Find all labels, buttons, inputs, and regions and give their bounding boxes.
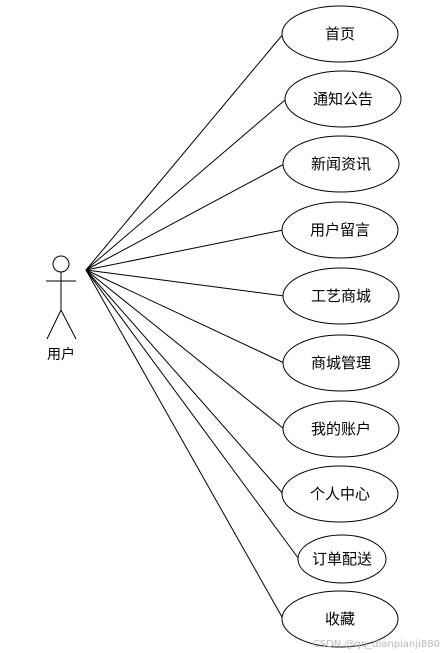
- use-case-label: 我的账户: [311, 420, 371, 438]
- association-line: [85, 163, 285, 271]
- use-case-label: 新闻资讯: [311, 155, 371, 173]
- watermark: CSDN @qq_dianpianji880: [312, 639, 440, 650]
- association-line: [85, 269, 285, 297]
- association-line: [85, 269, 285, 364]
- use-case-label: 工艺商城: [311, 287, 371, 305]
- actor-head: [52, 255, 70, 273]
- use-case-label: 订单配送: [312, 550, 372, 568]
- use-case: 通知公告: [284, 70, 402, 128]
- use-case-ellipse: [281, 590, 399, 648]
- use-case-ellipse: [282, 400, 400, 458]
- use-case-label: 收藏: [325, 610, 355, 628]
- use-case-label: 首页: [325, 25, 355, 43]
- use-case-label: 个人中心: [310, 485, 370, 503]
- use-case: 新闻资讯: [282, 135, 400, 193]
- association-line: [85, 33, 284, 271]
- use-case-ellipse: [282, 135, 400, 193]
- use-case-ellipse: [281, 201, 399, 259]
- association-line: [85, 229, 284, 271]
- use-case-ellipse: [282, 267, 400, 325]
- actor-left-leg: [46, 309, 62, 340]
- actor-right-leg: [60, 309, 77, 340]
- association-line: [85, 98, 287, 271]
- association-line: [85, 269, 285, 430]
- use-case-ellipse: [284, 70, 402, 128]
- use-case: 工艺商城: [282, 267, 400, 325]
- use-case: 订单配送: [297, 534, 387, 584]
- association-line: [85, 269, 284, 620]
- use-case: 个人中心: [281, 465, 399, 523]
- actor-label: 用户: [47, 346, 75, 363]
- association-line: [85, 269, 284, 495]
- use-case-ellipse: [281, 465, 399, 523]
- use-case: 用户留言: [281, 201, 399, 259]
- use-case-label: 用户留言: [310, 221, 370, 239]
- association-line: [85, 269, 300, 560]
- use-case-label: 通知公告: [313, 90, 373, 108]
- use-case: 首页: [281, 5, 399, 63]
- use-case-ellipse: [281, 5, 399, 63]
- association-lines: [85, 33, 300, 620]
- use-case-label: 商城管理: [311, 354, 371, 372]
- use-case-ellipse: [297, 534, 387, 584]
- use-case: 收藏: [281, 590, 399, 648]
- use-case-ellipse: [282, 334, 400, 392]
- actor-user: [46, 255, 77, 340]
- use-case: 商城管理: [282, 334, 400, 392]
- use-case: 我的账户: [282, 400, 400, 458]
